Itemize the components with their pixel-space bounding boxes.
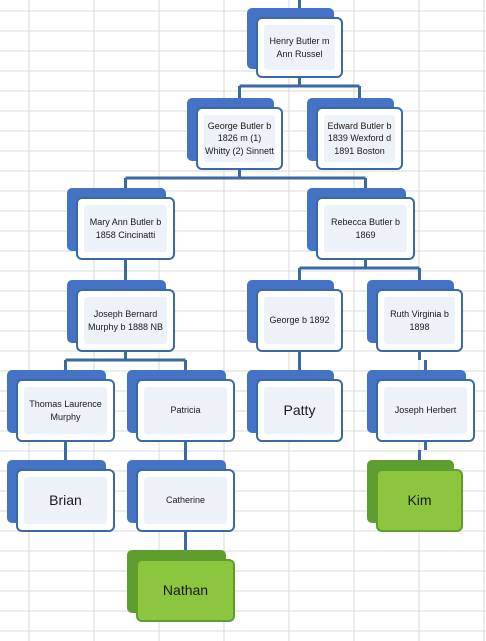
person-label: Henry Butler m Ann Russel (264, 25, 335, 70)
node-box: Joseph Bernard Murphy b 1888 NB (76, 289, 175, 352)
person-node-josephh[interactable]: Joseph Herbert (367, 370, 475, 442)
person-label: Ruth Virginia b 1898 (384, 297, 455, 344)
node-box: Rebecca Butler b 1869 (316, 197, 415, 260)
person-label: Kim (407, 492, 432, 509)
person-node-rebecca[interactable]: Rebecca Butler b 1869 (307, 188, 415, 260)
person-label: George b 1892 (264, 297, 335, 344)
person-node-patty[interactable]: Patty (247, 370, 343, 442)
person-node-edward[interactable]: Edward Butler b 1839 Wexford d 1891 Bost… (307, 98, 403, 170)
node-box: Kim (376, 469, 463, 532)
person-label: Nathan (162, 582, 209, 599)
node-box: Brian (16, 469, 115, 532)
node-box: George b 1892 (256, 289, 343, 352)
node-box: Catherine (136, 469, 235, 532)
person-node-kim[interactable]: Kim (367, 460, 463, 532)
node-box: George Butler b 1826 m (1) Whitty (2) Si… (196, 107, 283, 170)
node-box: Ruth Virginia b 1898 (376, 289, 463, 352)
person-node-joseph[interactable]: Joseph Bernard Murphy b 1888 NB (67, 280, 175, 352)
node-box: Henry Butler m Ann Russel (256, 17, 343, 78)
person-label: Rebecca Butler b 1869 (324, 205, 407, 252)
person-node-thomas[interactable]: Thomas Laurence Murphy (7, 370, 115, 442)
person-node-george[interactable]: George Butler b 1826 m (1) Whitty (2) Si… (187, 98, 283, 170)
person-label: Mary Ann Butler b 1858 Cincinatti (84, 205, 167, 252)
person-label: Joseph Bernard Murphy b 1888 NB (84, 297, 167, 344)
node-box: Edward Butler b 1839 Wexford d 1891 Bost… (316, 107, 403, 170)
person-node-maryann[interactable]: Mary Ann Butler b 1858 Cincinatti (67, 188, 175, 260)
person-node-brian[interactable]: Brian (7, 460, 115, 532)
person-label: Patty (264, 387, 335, 434)
person-label: Brian (24, 477, 107, 524)
node-box: Mary Ann Butler b 1858 Cincinatti (76, 197, 175, 260)
person-label: Edward Butler b 1839 Wexford d 1891 Bost… (324, 115, 395, 162)
node-box: Thomas Laurence Murphy (16, 379, 115, 442)
person-label: George Butler b 1826 m (1) Whitty (2) Si… (204, 115, 275, 162)
node-box: Patricia (136, 379, 235, 442)
node-box: Nathan (136, 559, 235, 622)
person-node-ruth[interactable]: Ruth Virginia b 1898 (367, 280, 463, 352)
person-node-nathan[interactable]: Nathan (127, 550, 235, 622)
person-label: Patricia (144, 387, 227, 434)
person-label: Thomas Laurence Murphy (24, 387, 107, 434)
person-node-henry[interactable]: Henry Butler m Ann Russel (247, 8, 343, 78)
person-node-catherine[interactable]: Catherine (127, 460, 235, 532)
person-label: Joseph Herbert (384, 387, 467, 434)
node-box: Patty (256, 379, 343, 442)
node-box: Joseph Herbert (376, 379, 475, 442)
person-node-patricia[interactable]: Patricia (127, 370, 235, 442)
person-label: Catherine (144, 477, 227, 524)
person-node-george2[interactable]: George b 1892 (247, 280, 343, 352)
